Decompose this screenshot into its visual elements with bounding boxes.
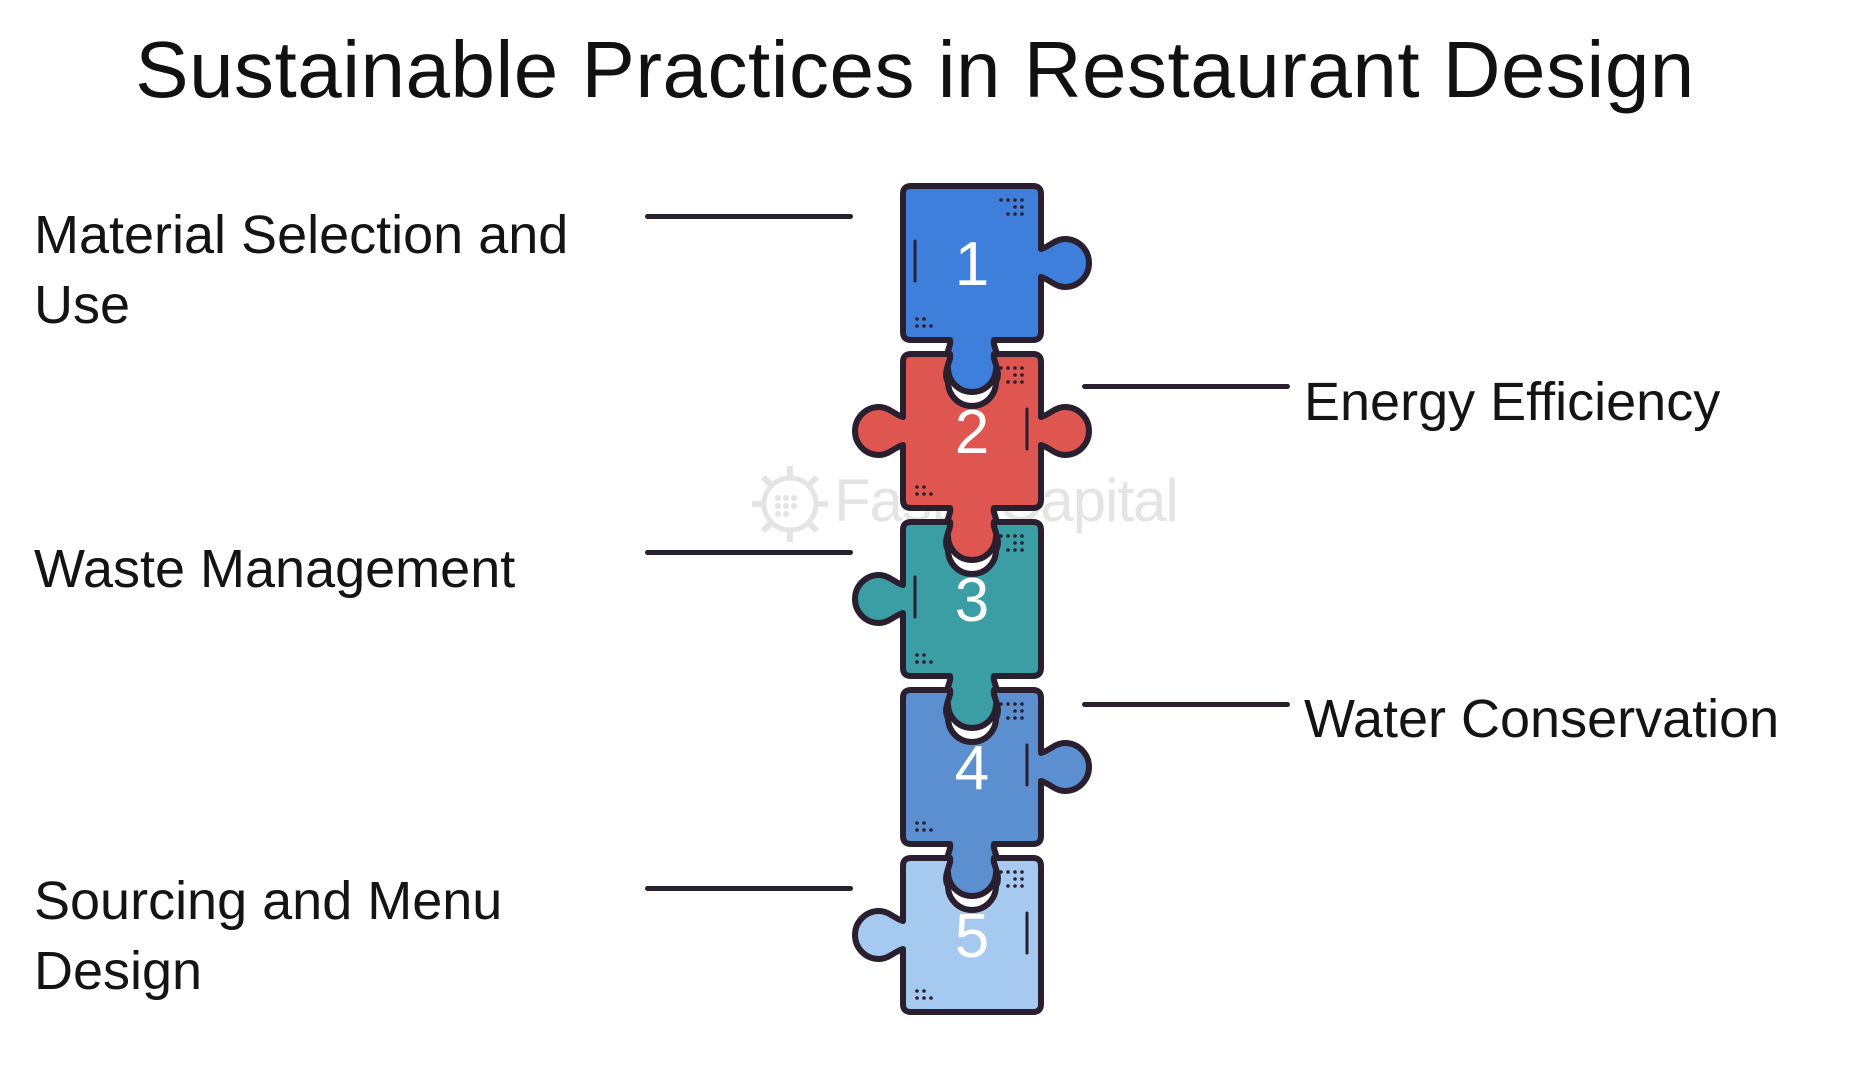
puzzle-piece-shape bbox=[900, 183, 1092, 395]
label-material-selection: Material Selection and Use bbox=[34, 205, 569, 335]
piece-number-2: 2 bbox=[955, 398, 989, 467]
connector-line-3 bbox=[645, 550, 853, 555]
decorative-dots bbox=[915, 702, 1024, 832]
diagram-title: Sustainable Practices in Restaurant Desi… bbox=[135, 25, 1695, 114]
puzzle-piece-shape bbox=[852, 855, 1044, 1015]
piece-number-3: 3 bbox=[955, 566, 989, 635]
piece-number-4: 4 bbox=[955, 734, 989, 803]
piece-number-1: 1 bbox=[955, 230, 989, 299]
connector-line-5 bbox=[645, 886, 853, 891]
piece-number-5: 5 bbox=[955, 902, 989, 971]
decorative-dots bbox=[915, 534, 1024, 664]
connector-line-1 bbox=[645, 214, 853, 219]
puzzle-piece-5: 5 bbox=[852, 855, 1044, 1015]
puzzle-piece-shape bbox=[852, 351, 1092, 563]
puzzle-piece-2: 2 bbox=[852, 351, 1092, 563]
decorative-dots bbox=[915, 870, 1024, 1000]
connector-line-4 bbox=[1082, 702, 1290, 707]
decorative-dots bbox=[915, 366, 1024, 496]
label-sourcing-menu-design: Sourcing and Menu Design bbox=[34, 871, 503, 1001]
decorative-dots bbox=[915, 198, 1024, 328]
label-energy-efficiency: Energy Efficiency bbox=[1304, 372, 1721, 432]
connector-line-2 bbox=[1082, 384, 1290, 389]
label-water-conservation: Water Conservation bbox=[1304, 689, 1780, 749]
puzzle-piece-3: 3 bbox=[852, 519, 1044, 731]
label-waste-management: Waste Management bbox=[34, 539, 516, 599]
puzzle-piece-1: 1 bbox=[900, 183, 1092, 395]
puzzle-piece-shape bbox=[852, 519, 1044, 731]
